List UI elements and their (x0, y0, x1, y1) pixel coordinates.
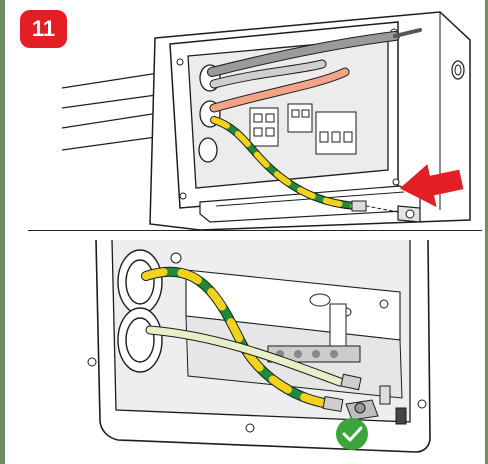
top-wires (207, 28, 422, 213)
section-divider (28, 230, 482, 231)
terminal-blocks (249, 103, 357, 155)
bottom-wires (141, 266, 362, 413)
red-arrow-icon (399, 164, 464, 208)
step-number-badge: 11 (20, 10, 67, 48)
bottom-cable-glands (117, 249, 163, 373)
checkmark-icon (336, 418, 368, 450)
step-number: 11 (31, 16, 56, 41)
ring-lug (397, 205, 421, 223)
ground-stud (345, 385, 407, 425)
